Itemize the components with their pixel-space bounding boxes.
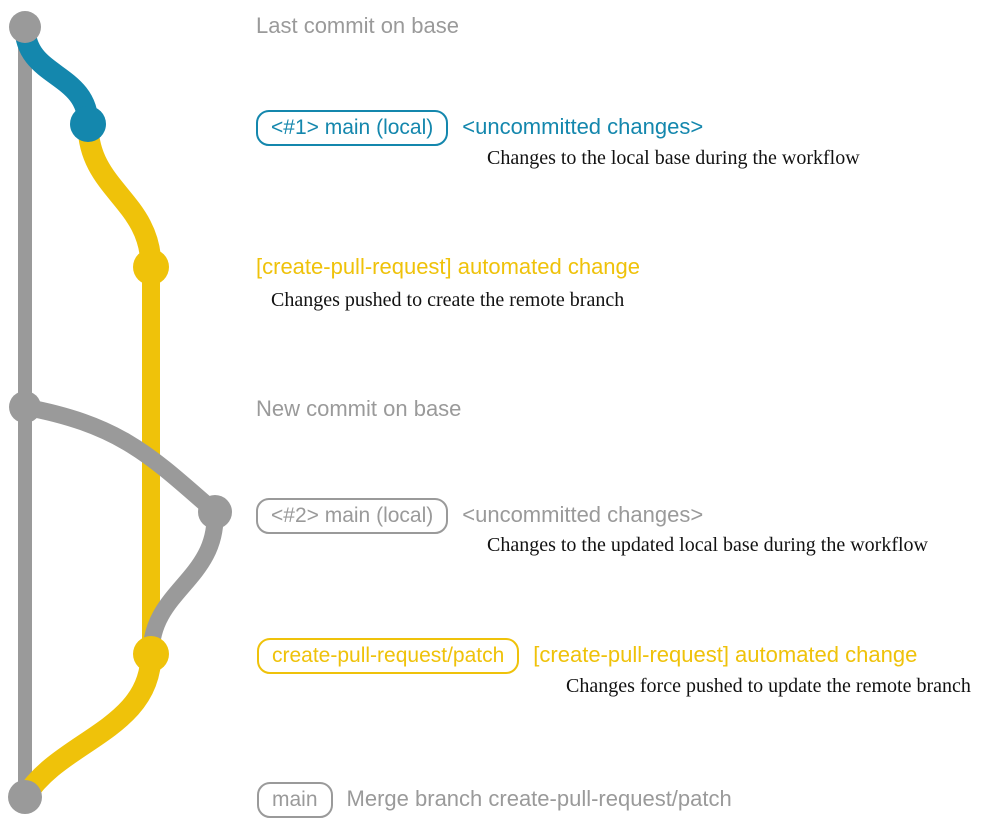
commit-description-5: Changes to the updated local base during…	[487, 534, 928, 556]
commit-row-6: create-pull-request/patch [create-pull-r…	[257, 638, 917, 674]
commit-description-3: Changes pushed to create the remote bran…	[271, 289, 625, 311]
commit-row-3: [create-pull-request] automated change	[256, 254, 640, 280]
commit-row-2: <#1> main (local) <uncommitted changes>	[256, 110, 703, 146]
commit-node-patch-2[interactable]	[133, 636, 169, 672]
branch-chip-main-local-1[interactable]: <#1> main (local)	[256, 110, 449, 146]
commit-message-5: <uncommitted changes>	[462, 502, 704, 527]
commit-row-5: <#2> main (local) <uncommitted changes>	[256, 498, 703, 534]
commit-message-2: <uncommitted changes>	[462, 114, 704, 139]
commit-node-local-2[interactable]	[198, 495, 232, 529]
commit-node-patch-1[interactable]	[133, 249, 169, 285]
branch-chip-create-pull-request-patch[interactable]: create-pull-request/patch	[257, 638, 520, 674]
commit-description-6: Changes force pushed to update the remot…	[566, 675, 971, 697]
edge-local-2-to-patch-2	[142, 503, 224, 663]
branch-chip-main[interactable]: main	[257, 782, 333, 818]
commit-message-3: [create-pull-request] automated change	[256, 254, 641, 279]
commit-message-6: [create-pull-request] automated change	[533, 642, 918, 667]
commit-node-local-1[interactable]	[70, 106, 106, 142]
commit-node-base-1[interactable]	[9, 11, 41, 43]
commit-node-merge[interactable]	[8, 780, 42, 814]
edge-local-1-to-patch-1	[77, 113, 162, 278]
commit-row-4: New commit on base	[256, 396, 461, 422]
commit-message-7: Merge branch create-pull-request/patch	[346, 786, 732, 811]
edge-base-to-local-2	[16, 398, 224, 521]
commit-row-7: main Merge branch create-pull-request/pa…	[257, 782, 732, 818]
commit-node-base-2[interactable]	[9, 391, 41, 423]
commit-message-1: Last commit on base	[256, 13, 459, 38]
edge-patch-2-to-merge	[14, 643, 162, 808]
commit-message-4: New commit on base	[256, 396, 462, 421]
commit-row-1: Last commit on base	[256, 13, 459, 39]
branch-chip-main-local-2[interactable]: <#2> main (local)	[256, 498, 449, 534]
commit-description-2: Changes to the local base during the wor…	[487, 147, 860, 169]
